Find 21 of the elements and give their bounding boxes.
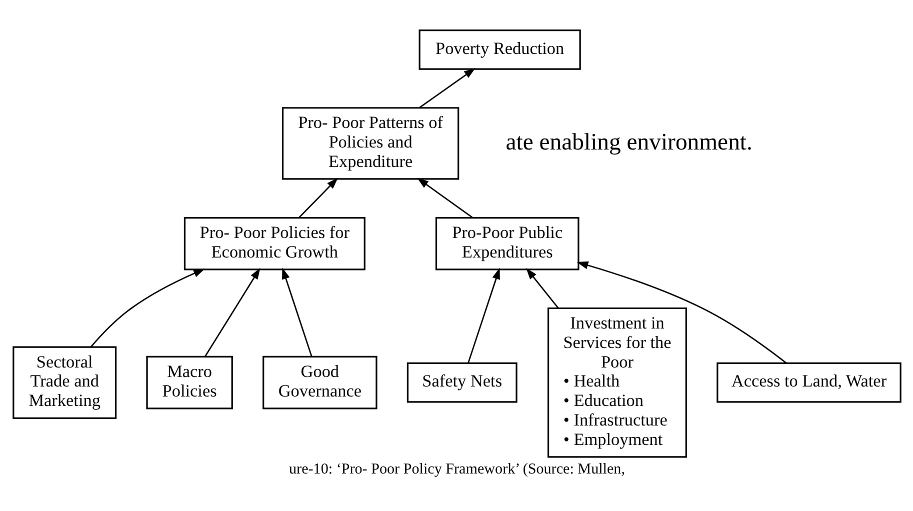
arrow [418, 68, 475, 108]
label: ate enabling environment. [505, 128, 752, 155]
node-box: Pro- Poor Patterns of Policies and Expenditure [281, 106, 459, 180]
node-box: Poverty Reduction [418, 29, 580, 70]
node-box: Good Governance [262, 355, 377, 409]
arrow [298, 177, 338, 218]
node-box: Sectoral Trade and Marketing [12, 346, 116, 418]
arrow [416, 177, 472, 218]
node-box: Pro- Poor Policies for Economic Growth [183, 216, 365, 270]
arrow [526, 267, 558, 308]
node-box: Pro-Poor Public Expenditures [434, 216, 579, 270]
arrow [90, 268, 204, 347]
node-box: Macro Policies [146, 355, 232, 409]
node-box: Safety Nets [406, 362, 517, 402]
arrow [282, 267, 312, 356]
node-box: Access to Land, Water [716, 362, 901, 402]
node-box: Investment in Services for the Poor • Health • Education • Infrastructure • Employment [547, 306, 686, 458]
arrow [467, 267, 500, 363]
arrow [204, 267, 260, 356]
caption: ure-10: ‘Pro- Poor Policy Framework’ (Source: Mullen, [288, 460, 624, 477]
arrow [576, 260, 786, 364]
